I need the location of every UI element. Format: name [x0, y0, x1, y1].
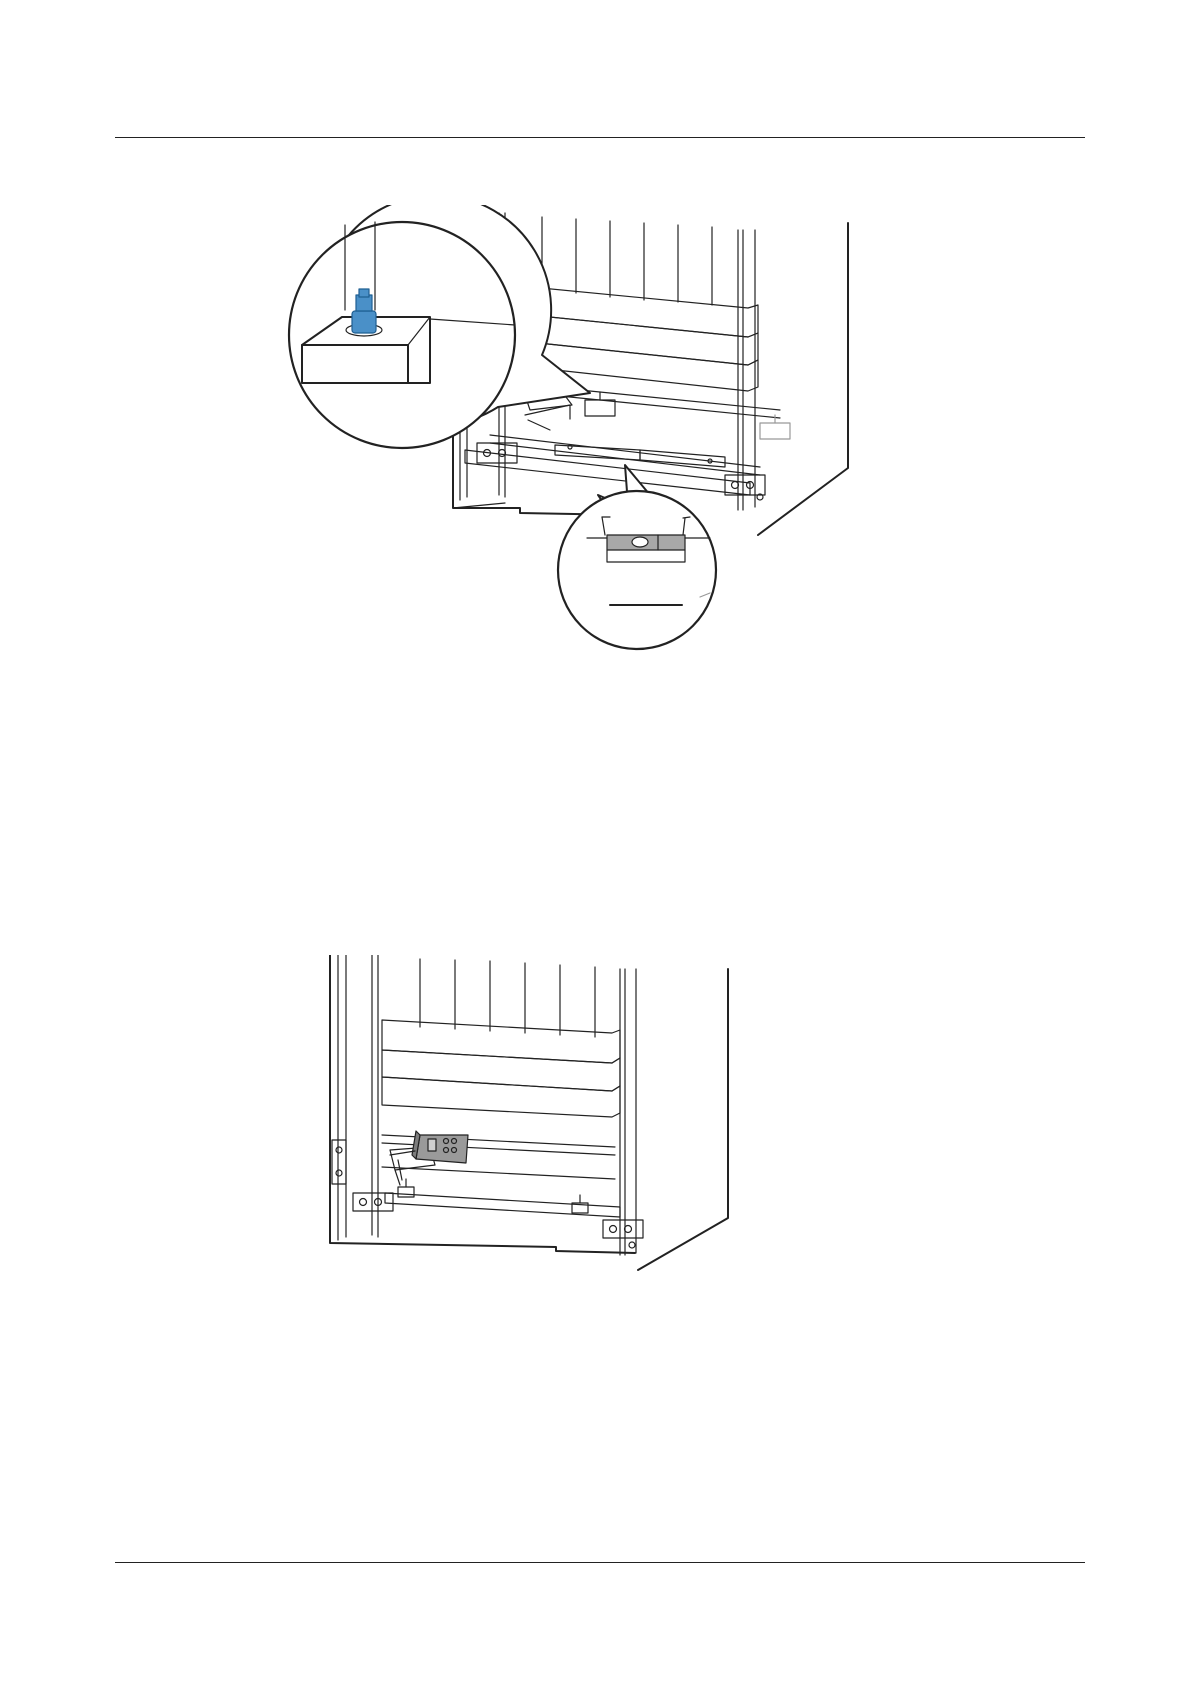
foot-detail-callout	[289, 205, 590, 448]
digital-level-meter-icon	[390, 1131, 468, 1180]
cabinet-leveling-figure	[280, 205, 860, 695]
cabinet-meter-figure	[320, 955, 740, 1295]
cabinet-body	[330, 955, 728, 1270]
adjustable-foot-icon	[352, 289, 376, 333]
header-rule	[115, 137, 1085, 138]
footer-rule	[115, 1562, 1085, 1563]
spirit-level-callout	[558, 465, 716, 649]
